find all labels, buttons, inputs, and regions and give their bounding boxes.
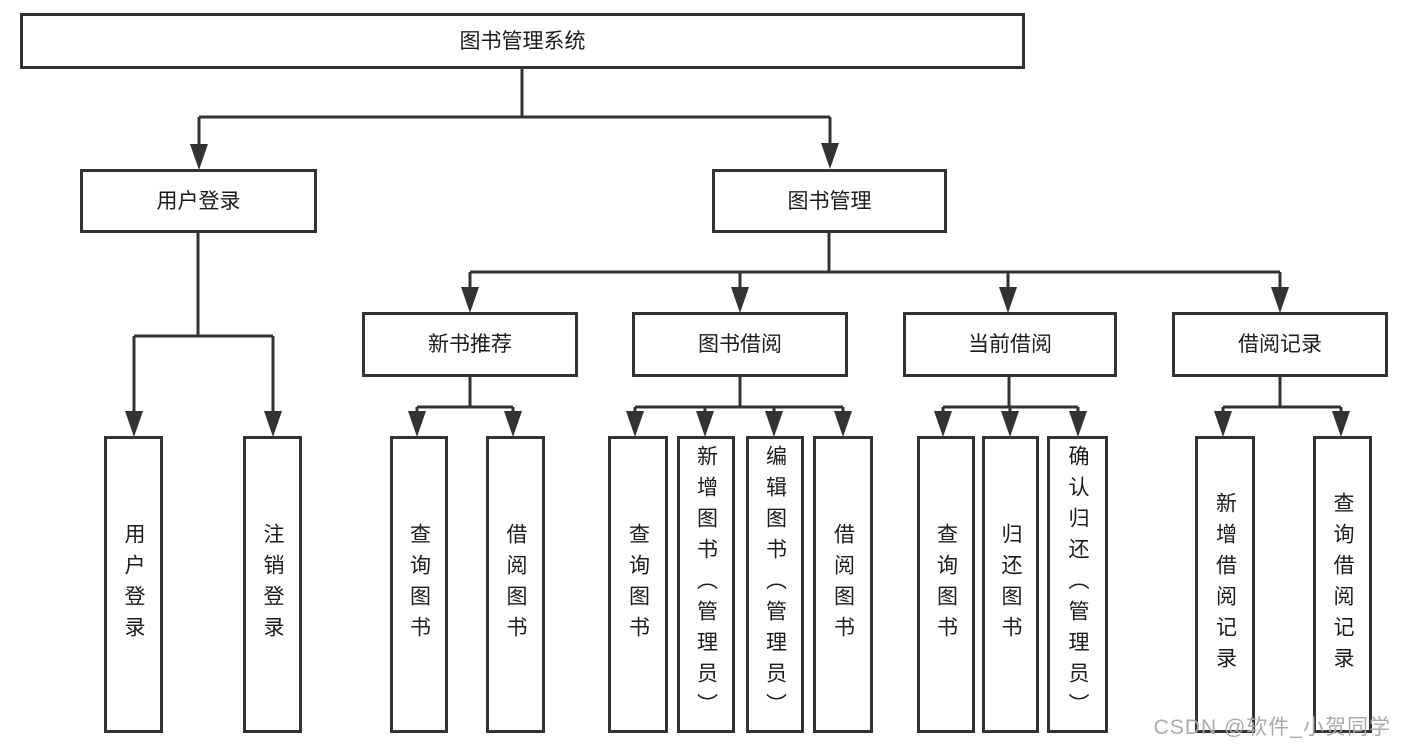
node-leaf-query-book-2-label: 查询图书	[626, 522, 650, 647]
node-leaf-query-book-3-label: 查询图书	[934, 522, 958, 647]
node-leaf-add-borrow-record-label: 新增借阅记录	[1213, 491, 1237, 678]
node-leaf-user-login: 用户登录	[104, 436, 163, 733]
node-leaf-confirm-return-admin: 确认归还（管理员）	[1047, 436, 1108, 733]
node-book-borrow-label: 图书借阅	[698, 333, 782, 356]
node-leaf-query-book-1-label: 查询图书	[407, 522, 431, 647]
node-borrow-records: 借阅记录	[1172, 312, 1388, 377]
node-leaf-query-book-1: 查询图书	[390, 436, 448, 733]
node-leaf-query-borrow-record-label: 查询借阅记录	[1331, 491, 1354, 678]
node-current-borrow: 当前借阅	[903, 312, 1117, 377]
node-user-login-group: 用户登录	[80, 169, 317, 233]
node-root-system: 图书管理系统	[20, 13, 1025, 69]
node-leaf-borrow-book-1: 借阅图书	[486, 436, 545, 733]
node-book-management-label: 图书管理	[787, 189, 872, 213]
node-leaf-user-login-label: 用户登录	[122, 522, 145, 647]
node-book-management: 图书管理	[712, 169, 947, 233]
node-leaf-add-book-admin: 新增图书（管理员）	[677, 436, 735, 733]
node-new-book-recommend: 新书推荐	[362, 312, 578, 377]
node-leaf-edit-book-admin: 编辑图书（管理员）	[746, 436, 804, 733]
node-leaf-add-borrow-record: 新增借阅记录	[1195, 436, 1255, 733]
node-leaf-query-borrow-record: 查询借阅记录	[1313, 436, 1372, 733]
node-leaf-logout-label: 注销登录	[261, 522, 284, 647]
node-leaf-return-book-label: 归还图书	[999, 522, 1022, 647]
node-new-book-recommend-label: 新书推荐	[428, 333, 512, 356]
node-leaf-query-book-3: 查询图书	[917, 436, 975, 733]
node-leaf-edit-book-admin-label: 编辑图书（管理员）	[763, 445, 787, 724]
node-current-borrow-label: 当前借阅	[968, 333, 1052, 356]
node-book-borrow: 图书借阅	[632, 312, 848, 377]
node-leaf-query-book-2: 查询图书	[608, 436, 668, 733]
node-leaf-confirm-return-admin-label: 确认归还（管理员）	[1066, 445, 1089, 724]
node-leaf-borrow-book-2: 借阅图书	[813, 436, 873, 733]
node-root-system-label: 图书管理系统	[459, 29, 586, 53]
node-leaf-logout: 注销登录	[243, 436, 302, 733]
node-leaf-add-book-admin-label: 新增图书（管理员）	[694, 445, 718, 724]
node-borrow-records-label: 借阅记录	[1238, 333, 1322, 356]
node-leaf-return-book: 归还图书	[982, 436, 1039, 733]
node-leaf-borrow-book-2-label: 借阅图书	[831, 522, 855, 647]
node-user-login-group-label: 用户登录	[156, 189, 241, 213]
node-leaf-borrow-book-1-label: 借阅图书	[504, 522, 527, 647]
csdn-watermark: CSDN @软件_小贺同学	[1153, 716, 1391, 739]
